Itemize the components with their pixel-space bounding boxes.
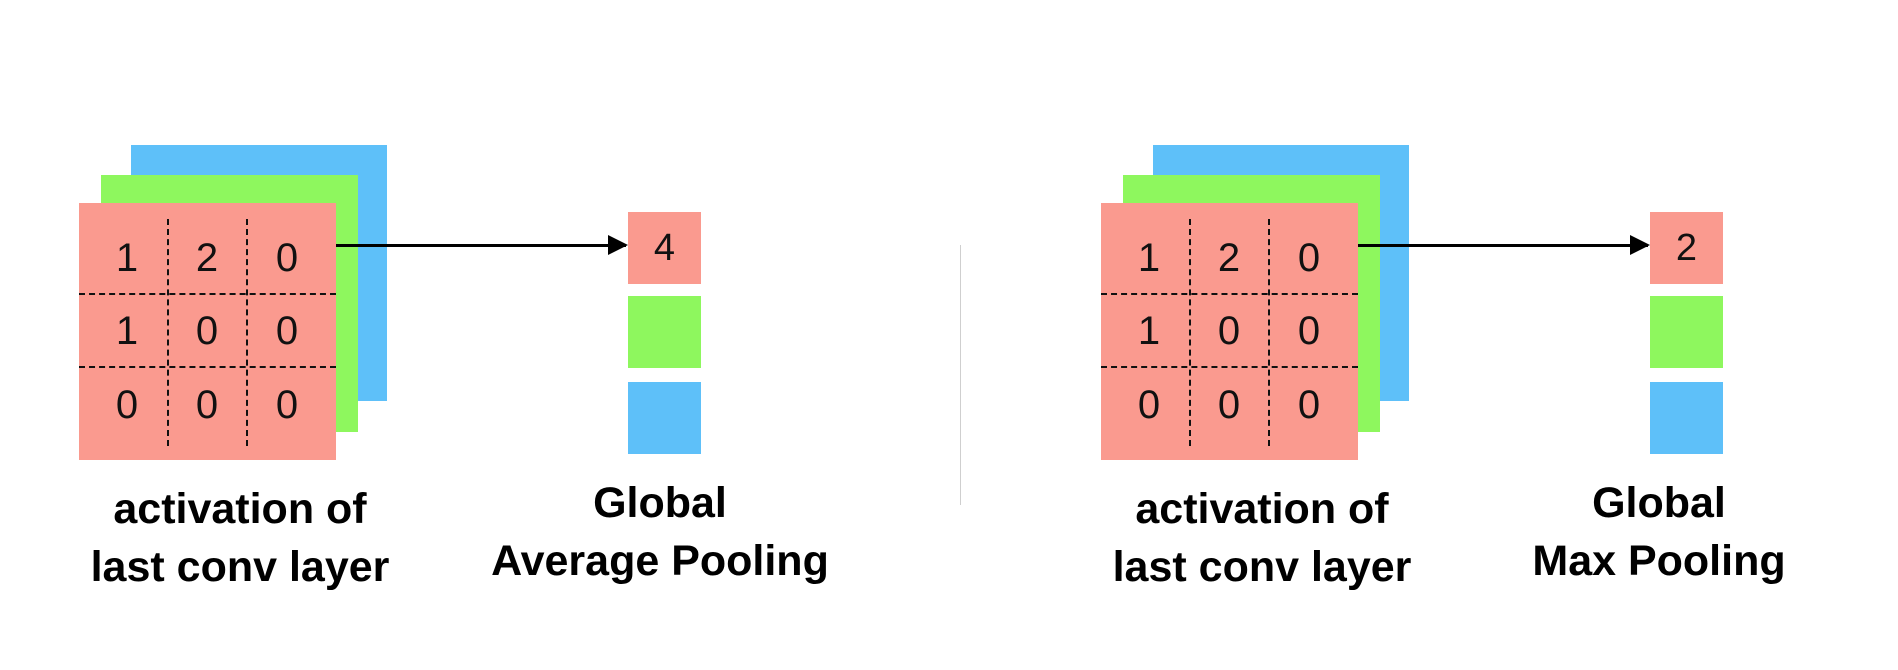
matrix-cell: 0 (275, 308, 299, 353)
matrix-cell: 0 (115, 382, 139, 427)
global-max-pooling-panel: 1 2 0 1 0 0 0 0 0 2 activation of last c… (1022, 0, 1898, 670)
matrix-cell: 0 (1217, 308, 1241, 353)
matrix-cell: 0 (1297, 382, 1321, 427)
matrix-cell: 0 (1217, 382, 1241, 427)
activation-label-line1: activation of (1135, 485, 1389, 533)
pooling-label: Global Average Pooling (450, 474, 870, 590)
pooling-arrow (336, 244, 626, 247)
activation-label-line1: activation of (113, 485, 367, 533)
matrix-cell: 2 (195, 235, 219, 280)
global-average-pooling-panel: 1 2 0 1 0 0 0 0 0 4 activation of last c… (50, 145, 870, 596)
grid-divider (246, 219, 248, 446)
pooling-label-line2: Max Pooling (1532, 537, 1786, 585)
pooling-label-line1: Global (1592, 479, 1726, 527)
grid-divider (79, 366, 336, 368)
matrix-cell: 1 (1137, 308, 1161, 353)
activation-label: activation of last conv layer (1072, 480, 1452, 596)
pooled-value-blue (628, 382, 701, 454)
matrix-cell: 0 (1297, 308, 1321, 353)
grid-divider (1101, 293, 1358, 295)
matrix-cell: 0 (1297, 235, 1321, 280)
pooling-label-line2: Average Pooling (491, 537, 829, 585)
pooling-arrow (1358, 244, 1648, 247)
grid-divider (1268, 219, 1270, 446)
matrix-cell: 2 (1217, 235, 1241, 280)
activation-channel-red: 1 2 0 1 0 0 0 0 0 (79, 203, 336, 460)
grid-divider (1101, 366, 1358, 368)
matrix-cell: 1 (115, 235, 139, 280)
grid-divider (1189, 219, 1191, 446)
activation-label-line2: last conv layer (90, 543, 390, 591)
grid-divider (167, 219, 169, 446)
pooling-label: Global Max Pooling (1449, 474, 1869, 590)
matrix-cell: 0 (195, 308, 219, 353)
divider (960, 245, 961, 505)
pooled-value-blue (1650, 382, 1723, 454)
matrix-cell: 0 (1137, 382, 1161, 427)
grid-divider (79, 293, 336, 295)
pooling-label-line1: Global (593, 479, 727, 527)
matrix-cell: 0 (195, 382, 219, 427)
pooled-value-green (628, 296, 701, 368)
arrowhead-icon (1630, 235, 1650, 255)
arrowhead-icon (608, 235, 628, 255)
activation-label-line2: last conv layer (1112, 543, 1412, 591)
matrix-cell: 1 (1137, 235, 1161, 280)
matrix-cell: 0 (275, 382, 299, 427)
matrix-cell: 1 (115, 308, 139, 353)
activation-channel-red: 1 2 0 1 0 0 0 0 0 (1101, 203, 1358, 460)
pooled-value-red: 2 (1650, 212, 1723, 284)
matrix-cell: 0 (275, 235, 299, 280)
pooled-value-green (1650, 296, 1723, 368)
activation-label: activation of last conv layer (50, 480, 430, 596)
pooled-value-red: 4 (628, 212, 701, 284)
